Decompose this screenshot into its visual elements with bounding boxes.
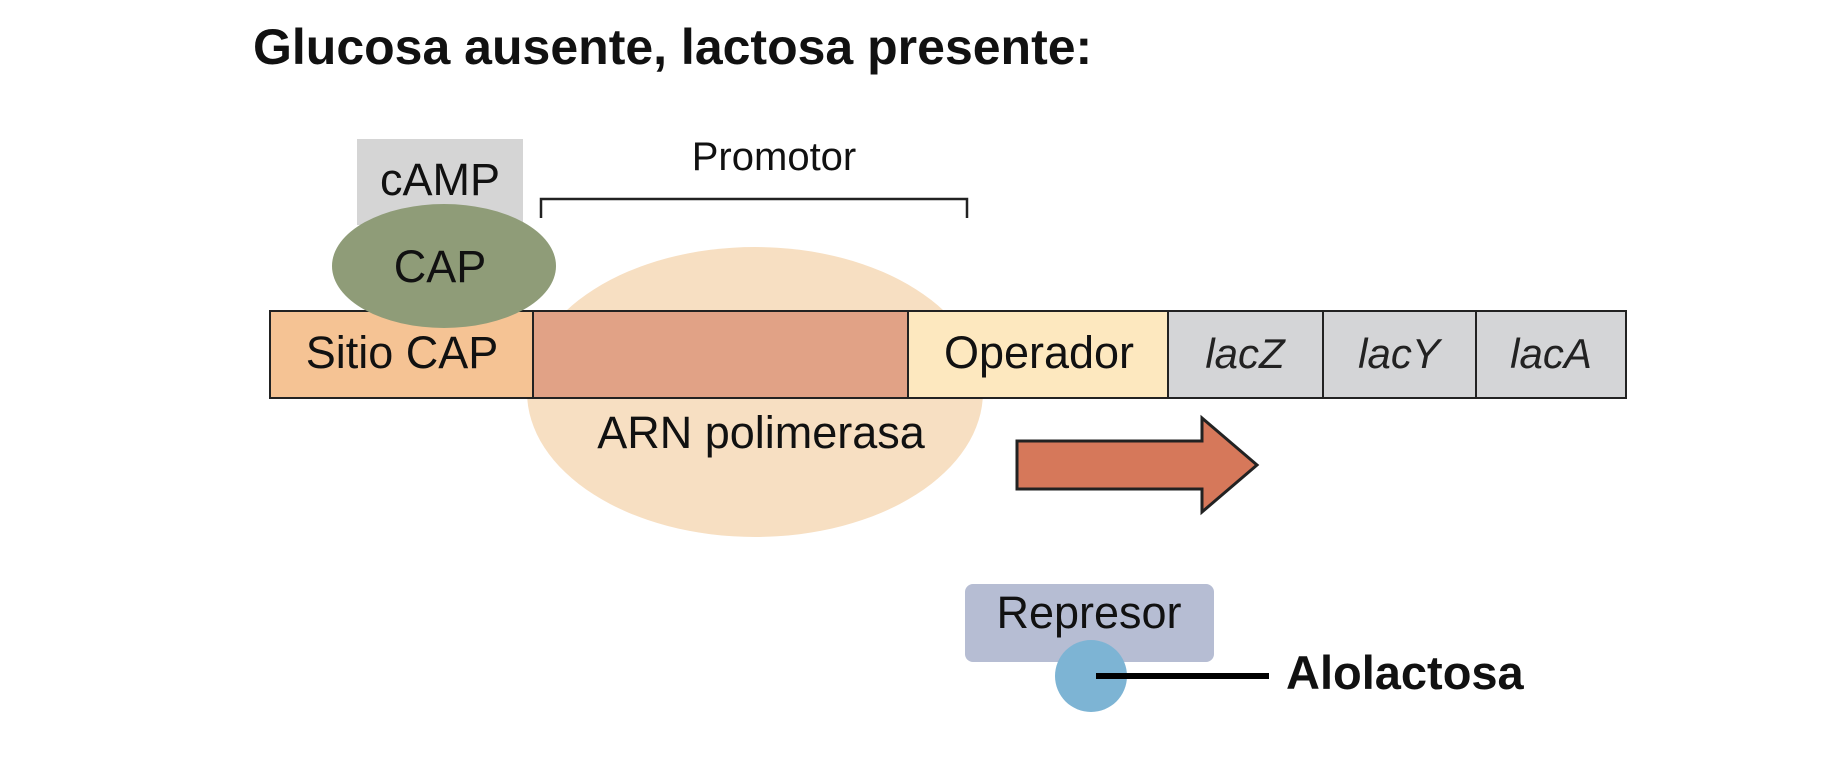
diagram-title: Glucosa ausente, lactosa presente:: [253, 19, 1092, 75]
repressor-label: Represor: [996, 587, 1181, 638]
transcription-arrow: [1015, 414, 1260, 516]
allolactose-molecule: [1055, 640, 1127, 712]
rna-polymerase-label: ARN polimerasa: [597, 407, 926, 458]
promoter-label: Promotor: [692, 135, 857, 179]
gene-box-laca: [1475, 310, 1627, 399]
camp-label: cAMP: [380, 154, 500, 205]
gene-label-lacz: lacZ: [1205, 330, 1286, 377]
cap-protein-shape: [332, 204, 556, 328]
gene-label-lacy: lacY: [1358, 330, 1443, 377]
cap-site-label: Sitio CAP: [306, 327, 499, 378]
gene-label-laca: lacA: [1510, 330, 1592, 377]
promoter-segment: [532, 310, 909, 399]
promoter-bracket: [539, 197, 969, 218]
operator-label: Operador: [944, 327, 1134, 378]
dna-strip: [269, 310, 1627, 399]
cap-label: CAP: [394, 241, 487, 292]
repressor-box: [965, 584, 1214, 662]
allolactose-label: Alolactosa: [1286, 646, 1525, 699]
gene-box-lacy: [1322, 310, 1477, 399]
